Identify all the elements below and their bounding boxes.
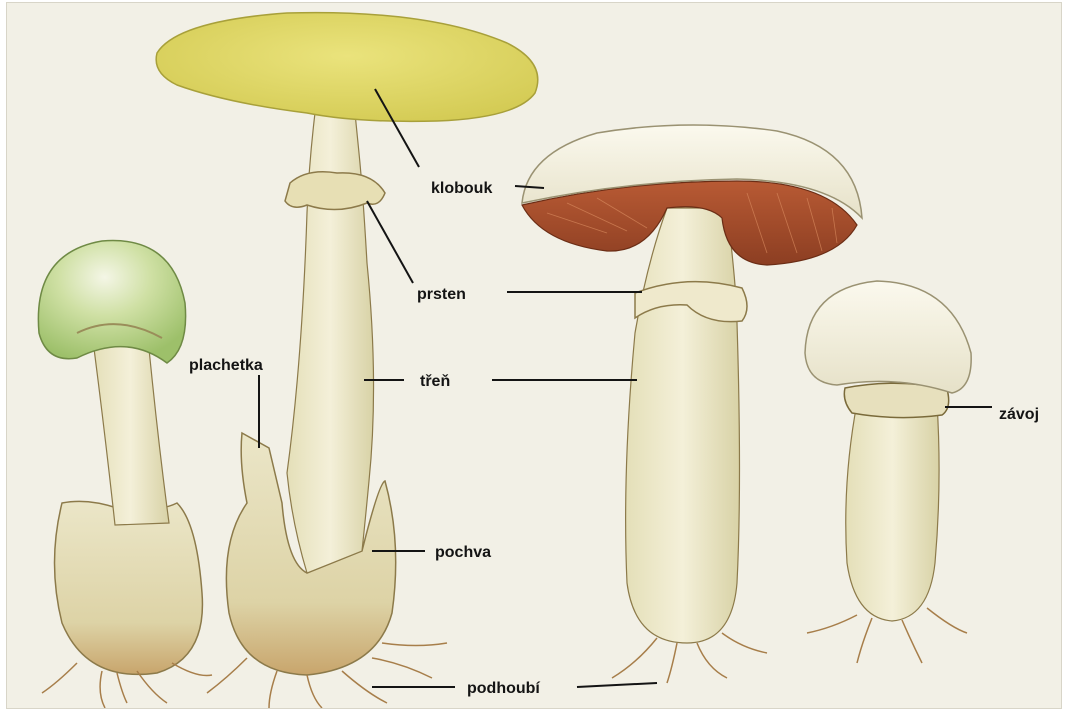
stem-gills — [626, 208, 740, 643]
mushroom-white-button — [805, 281, 971, 663]
ring-tall — [285, 172, 385, 210]
leader-mycelium-right — [577, 683, 657, 687]
illustration-frame: klobouk prsten plachetka třeň pochva pod… — [6, 2, 1062, 709]
cap-white-small — [805, 281, 971, 393]
volva-young — [55, 501, 203, 674]
label-ring: prsten — [417, 286, 466, 303]
cap-green — [38, 241, 185, 363]
label-partial-veil: plachetka — [189, 357, 263, 374]
label-stem: třeň — [420, 373, 450, 390]
label-cap: klobouk — [431, 180, 492, 197]
mushroom-anatomy-diagram: klobouk prsten plachetka třeň pochva pod… — [7, 3, 1061, 708]
leader-ring-tall — [367, 201, 413, 283]
label-mycelium: podhoubí — [467, 680, 540, 697]
mushroom-young-green — [38, 241, 212, 708]
stem-button — [846, 403, 939, 621]
label-volva: pochva — [435, 544, 491, 561]
cap-yellow — [156, 13, 538, 122]
mushroom-brown-gills — [522, 125, 862, 683]
label-veil: závoj — [999, 406, 1039, 423]
